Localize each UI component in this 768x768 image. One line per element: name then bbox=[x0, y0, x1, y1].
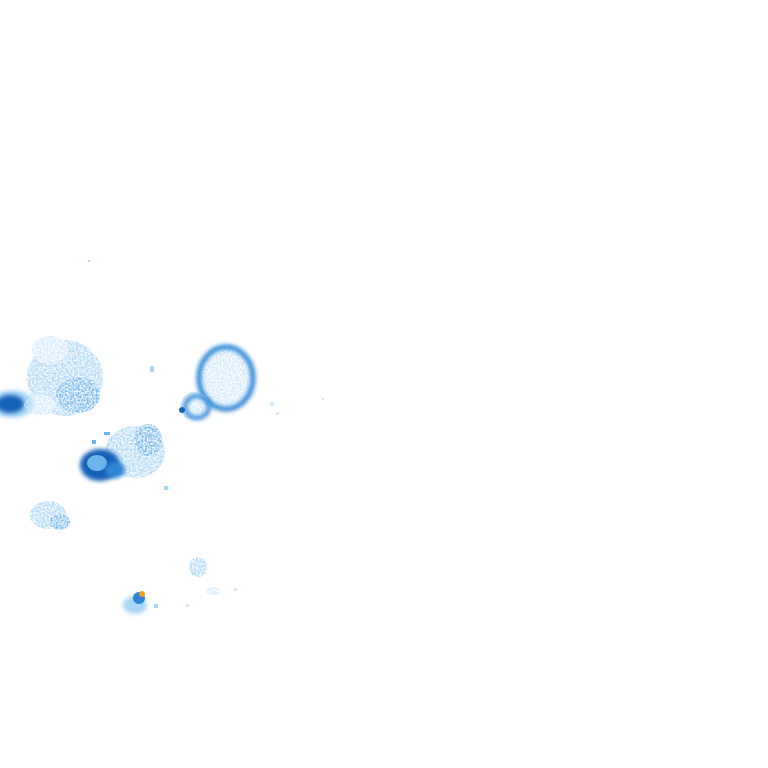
echo-southwest bbox=[30, 501, 70, 530]
echo-west-edge bbox=[0, 390, 34, 418]
echo-scattered-pixels bbox=[88, 260, 324, 608]
echo-south-core bbox=[123, 591, 147, 614]
echo-northwest-cluster bbox=[24, 336, 103, 416]
echo-ring-north bbox=[196, 344, 256, 412]
echo-south-small bbox=[189, 557, 220, 595]
echo-small-ring bbox=[179, 392, 211, 420]
echo-central bbox=[80, 449, 125, 481]
